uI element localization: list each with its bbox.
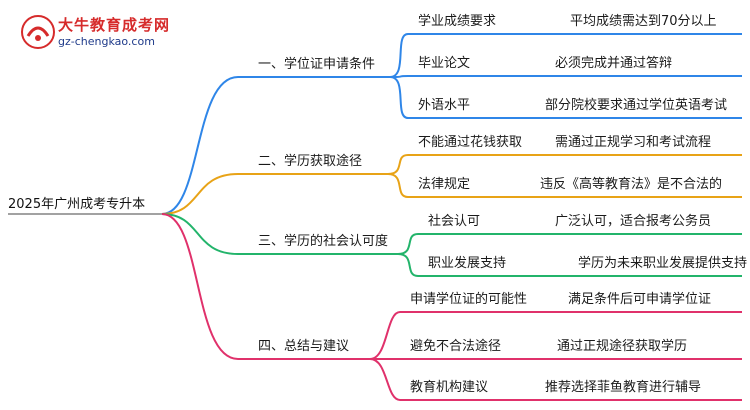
branch-1-child-1: 学业成绩要求: [418, 14, 497, 29]
branch-3-detail-1: 广泛认可，适合报考公务员: [555, 214, 712, 229]
branch-edge-3: [161, 213, 398, 255]
branch-2-detail-2: 违反《高等教育法》是不合法的: [540, 177, 723, 192]
branch-3-detail-2: 学历为未来职业发展提供支持: [578, 256, 748, 271]
logo-title: 大牛教育成考网: [58, 16, 171, 34]
branch-1-detail-1: 平均成绩需达到70分以上: [570, 14, 717, 29]
branch-label-3: 三、学历的社会认可度: [258, 234, 389, 249]
branch-1-child-3: 外语水平: [418, 98, 471, 113]
branch-4-detail-3: 推荐选择菲鱼教育进行辅导: [545, 380, 702, 395]
branch-2-child-edge-1: [387, 154, 742, 175]
branch-4-detail-2: 通过正规途径获取学历: [557, 339, 688, 354]
branch-4-child-3: 教育机构建议: [410, 380, 489, 395]
site-logo[interactable]: 大牛教育成考网 gz-chengkao.com: [20, 12, 190, 56]
branch-edge-1: [161, 76, 390, 215]
branch-label-1: 一、学位证申请条件: [258, 57, 376, 72]
branch-1-detail-3: 部分院校要求通过学位英语考试: [545, 98, 728, 113]
branch-1-detail-2: 必须完成并通过答辩: [555, 56, 673, 71]
branch-1-child-2: 毕业论文: [418, 56, 471, 71]
branch-2-child-1: 不能通过花钱获取: [418, 135, 523, 150]
branch-2-detail-1: 需通过正规学习和考试流程: [555, 135, 712, 150]
branch-edge-2: [161, 173, 388, 215]
logo-badge-icon: [21, 15, 55, 49]
branch-4-detail-1: 满足条件后可申请学位证: [568, 292, 712, 307]
branch-4-child-2: 避免不合法途径: [410, 339, 502, 354]
branch-3-child-2: 职业发展支持: [428, 256, 507, 271]
branch-3-child-edge-2: [397, 253, 742, 277]
branch-edge-4: [161, 213, 370, 360]
branch-3-child-edge-1: [397, 233, 742, 255]
branch-2-child-2: 法律规定: [418, 177, 471, 192]
branch-4-child-1: 申请学位证的可能性: [410, 292, 528, 307]
root-node: 2025年广州成考专升本: [8, 197, 146, 212]
branch-1-child-edge-1: [389, 33, 742, 78]
branch-1-child-edge-2: [389, 75, 742, 78]
branch-4-child-edge-1: [369, 311, 742, 360]
branch-2-child-edge-2: [387, 173, 742, 198]
branch-label-2: 二、学历获取途径: [258, 154, 363, 169]
branch-label-4: 四、总结与建议: [258, 339, 350, 354]
logo-url: gz-chengkao.com: [58, 35, 155, 48]
branch-1-child-edge-3: [389, 76, 742, 119]
branch-3-child-1: 社会认可: [428, 214, 481, 229]
branch-4-child-edge-3: [369, 358, 742, 401]
